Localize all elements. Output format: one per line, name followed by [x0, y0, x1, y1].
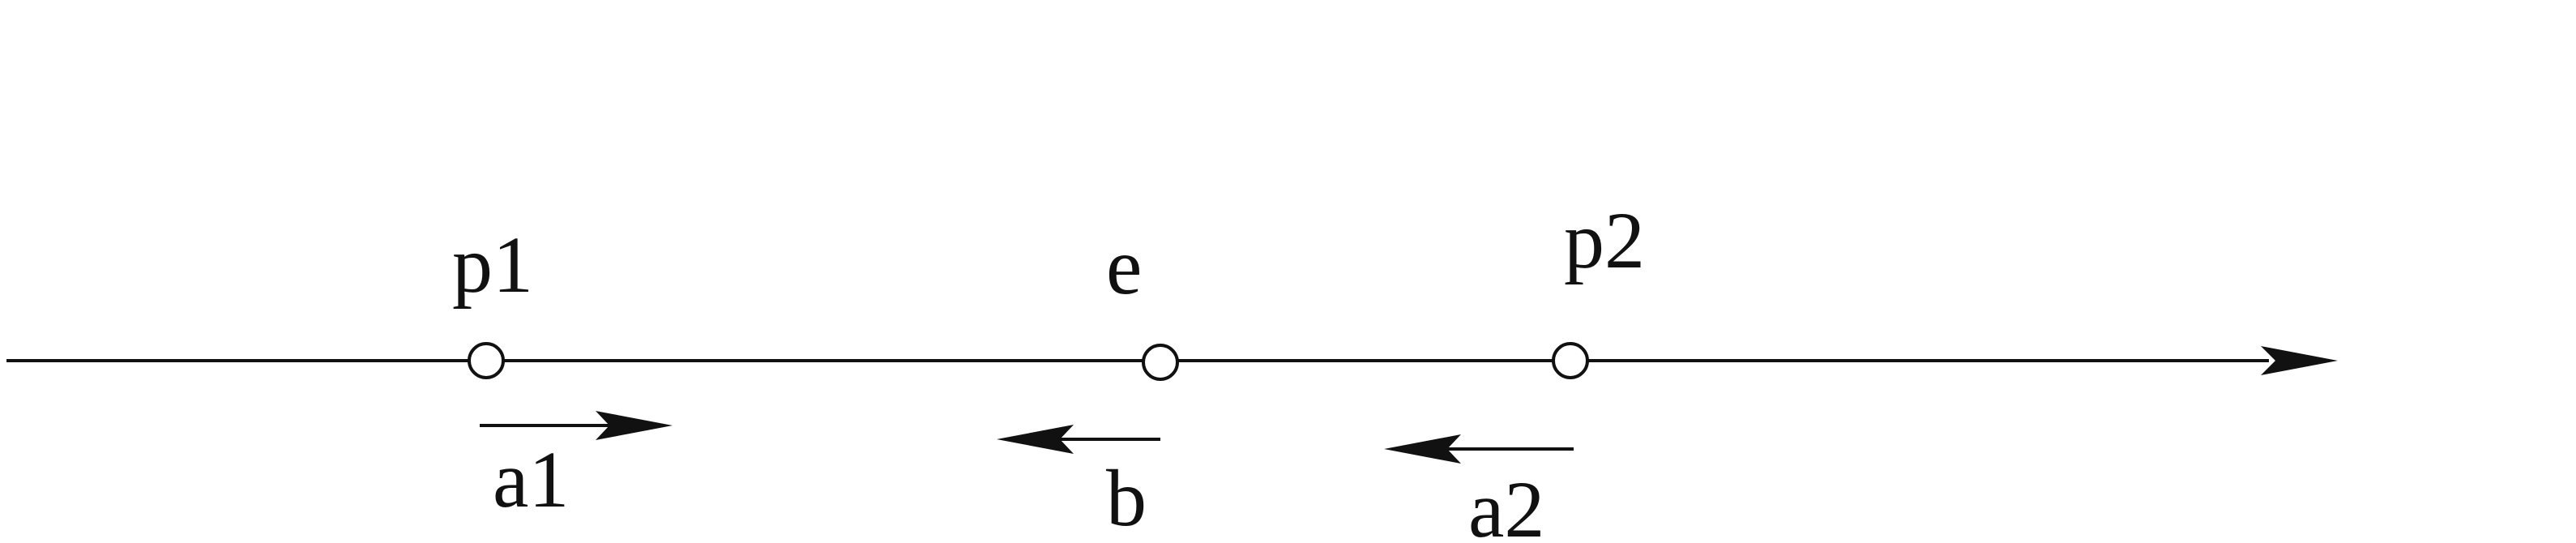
- vector-a1-label: a1: [493, 434, 569, 524]
- point-p1-label: p1: [452, 220, 533, 310]
- point-p2-label: p2: [1564, 195, 1645, 285]
- point-e-marker: [1142, 344, 1179, 381]
- axis-arrowhead: [2261, 346, 2338, 375]
- vector-a2-arrowhead: [1384, 434, 1461, 464]
- point-p1-marker: [468, 342, 505, 379]
- vector-b-arrowhead: [997, 425, 1074, 454]
- point-p2-marker: [1552, 342, 1589, 379]
- vector-b-label: b: [1106, 453, 1147, 543]
- vector-a1-arrowhead: [596, 411, 673, 440]
- point-e-label: e: [1106, 221, 1142, 311]
- vector-a2-label: a2: [1468, 464, 1544, 543]
